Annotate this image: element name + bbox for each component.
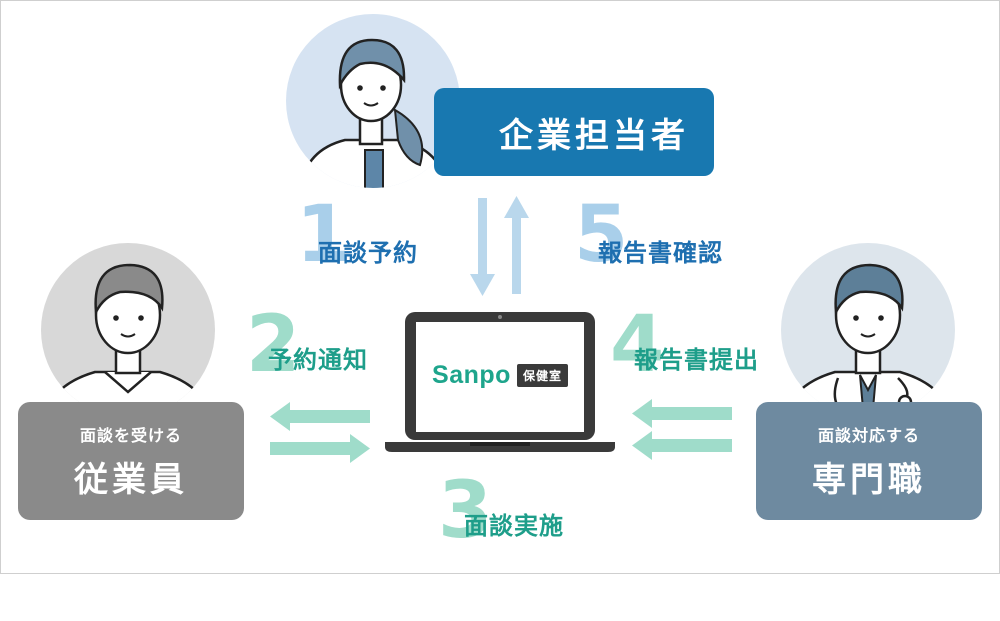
employee-role-name: 従業員 [74, 459, 188, 500]
app-badge: 保健室 [516, 363, 568, 387]
employee-role-box: 面談を受ける 従業員 [18, 402, 244, 520]
arrow-laptop-to-specialist [632, 431, 732, 460]
step-3-label: 面談実施 [464, 512, 564, 540]
employee-role-subtitle: 面談を受ける [79, 425, 182, 445]
arrow-laptop-to-employee [270, 402, 370, 431]
manager-avatar-icon [286, 14, 460, 188]
arrow-specialist-to-laptop [632, 399, 732, 428]
doctor-avatar-icon [781, 243, 955, 417]
laptop-icon [385, 312, 615, 452]
employee-avatar-icon [41, 243, 215, 417]
specialist-role-box: 面談対応する 専門職 [756, 402, 982, 520]
manager-role-name: 企業担当者 [499, 115, 689, 156]
arrow-laptop-to-manager [504, 196, 529, 294]
step-5-label: 報告書確認 [598, 239, 723, 267]
step-2-number: 2 [246, 300, 301, 390]
step-1-label: 面談予約 [318, 239, 418, 267]
step-3-number: 3 [438, 466, 493, 556]
step-2-label: 予約通知 [268, 346, 368, 374]
specialist-role-name: 専門職 [812, 459, 926, 500]
arrow-employee-to-laptop [270, 434, 370, 463]
step-1-number: 1 [296, 190, 351, 280]
step-4-label: 報告書提出 [634, 346, 759, 374]
step-4-number: 4 [610, 300, 665, 390]
specialist-role-subtitle: 面談対応する [817, 425, 920, 445]
app-logo-row: Sanpo 保健室 [416, 357, 584, 393]
manager-role-box: 企業担当者 [434, 88, 714, 176]
arrow-manager-to-laptop [470, 198, 495, 296]
step-5-number: 5 [574, 190, 629, 280]
app-logo: Sanpo [432, 360, 511, 389]
